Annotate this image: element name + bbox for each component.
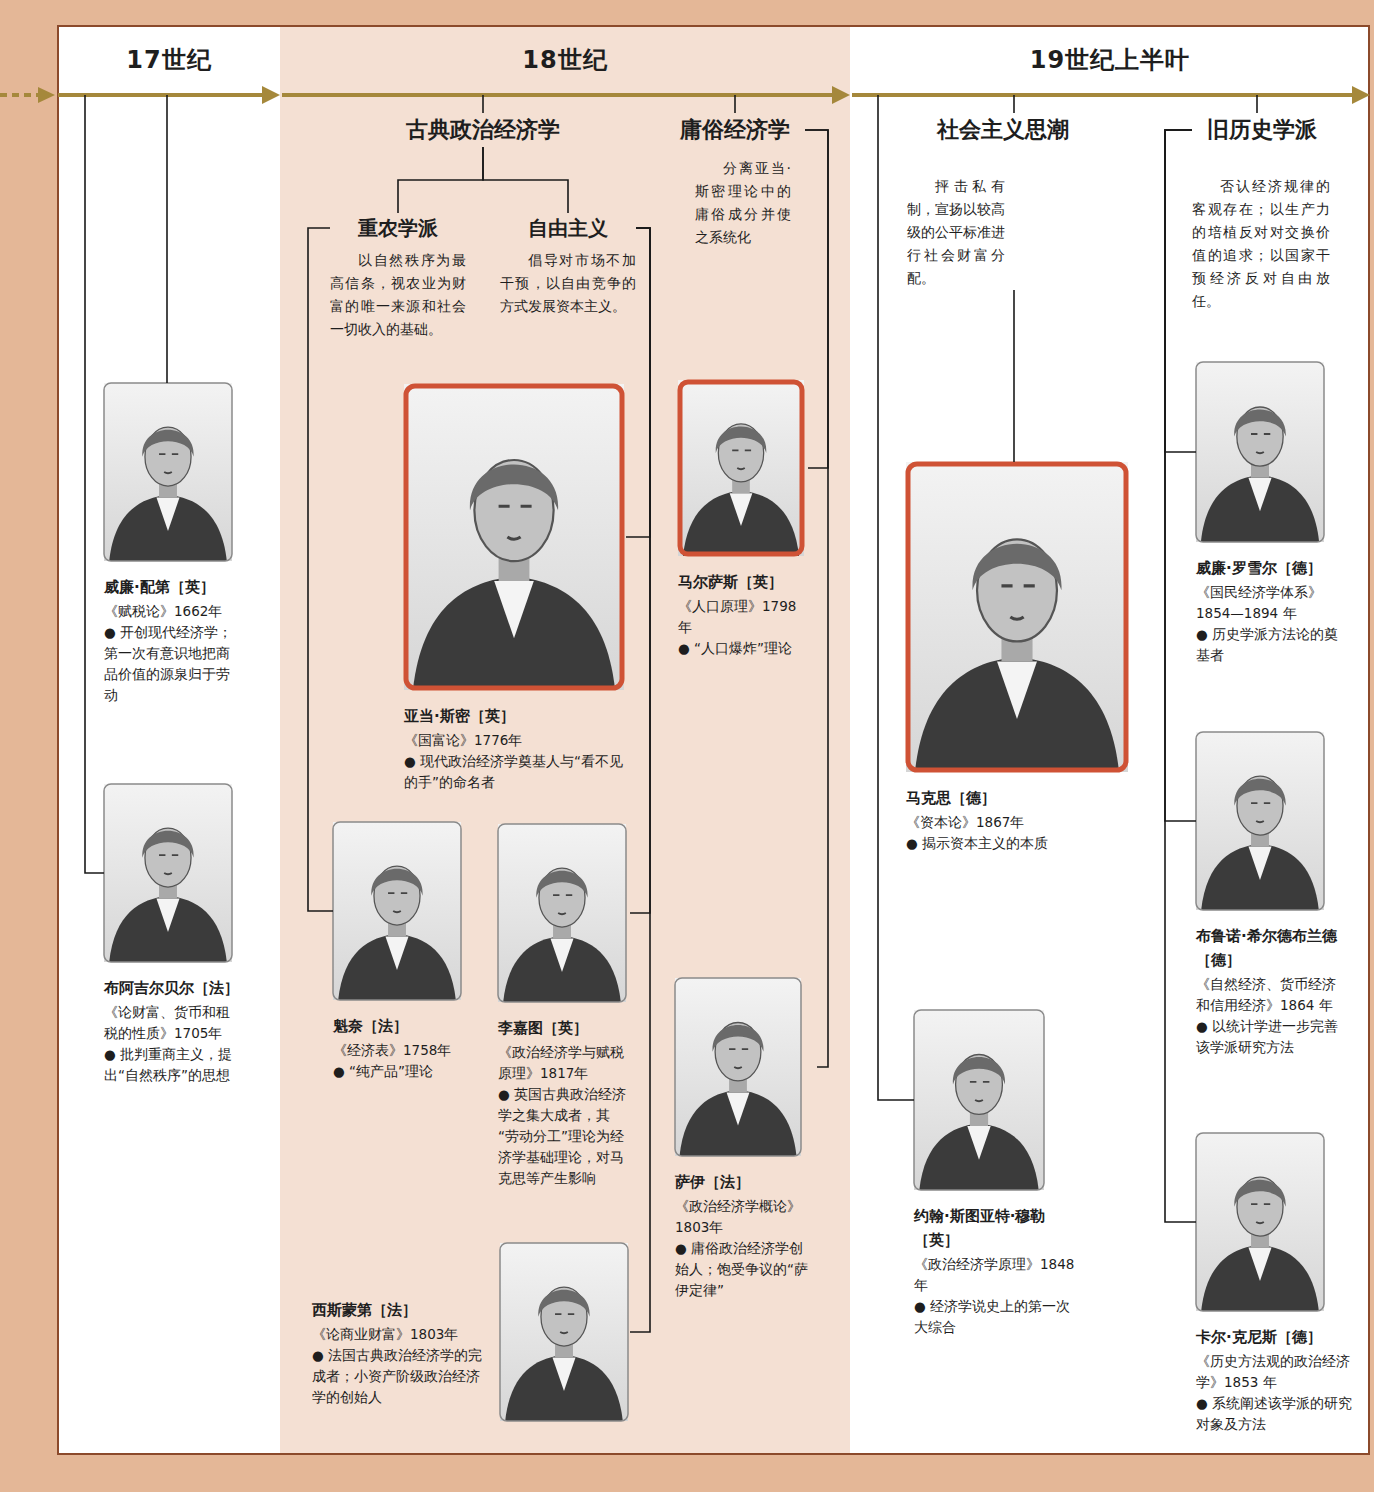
school-description: 分离亚当·斯密理论中的庸俗成分并使之系统化 xyxy=(695,157,791,249)
tree-connector xyxy=(630,228,650,1332)
economist-card: 马尔萨斯［英］《人口原理》1798年● “人口爆炸”理论 xyxy=(678,380,808,659)
contribution-note: ● 批判重商主义，提出“自然秩序”的思想 xyxy=(104,1044,239,1086)
tree-connector xyxy=(398,147,483,213)
tree-connector xyxy=(1013,95,1015,113)
contribution-note: ● 历史学派方法论的奠基者 xyxy=(1196,624,1346,666)
school-heading: 旧历史学派 xyxy=(1192,113,1332,147)
book-title: 《资本论》1867年 xyxy=(906,812,1128,833)
contribution-note: ● 系统阐述该学派的研究对象及方法 xyxy=(1196,1393,1356,1435)
branch-heading: 自由主义 xyxy=(500,213,636,243)
school-heading: 古典政治经济学 xyxy=(383,113,583,147)
school-node: 重农学派以自然秩序为最高信条，视农业为财富的唯一来源和社会一切收入的基础。 xyxy=(330,213,466,341)
person-name: 魁奈［法］ xyxy=(333,1014,463,1038)
century-band: 18世纪 xyxy=(280,25,850,95)
economist-card: 马克思［德］《资本论》1867年● 揭示资本主义的本质 xyxy=(906,462,1128,854)
economist-card: 卡尔·克尼斯［德］《历史方法观的政治经济学》1853 年● 系统阐述该学派的研究… xyxy=(1196,1133,1356,1435)
contribution-note: ● 法国古典政治经济学的完成者；小资产阶级政治经济学的创始人 xyxy=(312,1345,490,1408)
tree-connector xyxy=(85,95,104,873)
person-name: 布鲁诺·希尔德布兰德［德］ xyxy=(1196,924,1346,972)
school-node: 自由主义倡导对市场不加干预，以自由竞争的方式发展资本主义。 xyxy=(500,213,636,318)
tree-connector xyxy=(308,228,333,911)
economist-card: 西斯蒙第［法］《论商业财富》1803年● 法国古典政治经济学的完成者；小资产阶级… xyxy=(312,1243,630,1421)
economist-card: 威廉·配第［英］《赋税论》1662年● 开创现代经济学；第一次有意识地把商品价值… xyxy=(104,383,242,706)
century-heading: 18世纪 xyxy=(522,44,607,76)
book-title: 《论商业财富》1803年 xyxy=(312,1324,490,1345)
tree-connector xyxy=(1013,290,1015,462)
tree-connector xyxy=(805,130,828,1067)
school-description: 否认经济规律的客观存在；以生产力的培植反对对交换价值的追求；以国家干预经济反对自… xyxy=(1192,175,1330,313)
person-name: 约翰·斯图亚特·穆勒［英］ xyxy=(914,1204,1079,1252)
book-title: 《政治经济学概论》1803年 xyxy=(675,1196,817,1238)
branch-heading: 重农学派 xyxy=(330,213,466,243)
person-name: 威廉·罗雪尔［德］ xyxy=(1196,556,1346,580)
person-name: 西斯蒙第［法］ xyxy=(312,1298,490,1322)
economist-card: 约翰·斯图亚特·穆勒［英］《政治经济学原理》1848 年● 经济学说史上的第一次… xyxy=(914,1010,1079,1338)
contribution-note: ● 揭示资本主义的本质 xyxy=(906,833,1128,854)
person-name: 马克思［德］ xyxy=(906,786,1128,810)
book-title: 《自然经济、货币经济和信用经济》1864 年 xyxy=(1196,974,1346,1016)
economist-card: 布阿吉尔贝尔［法］《论财富、货币和租税的性质》1705年● 批判重商主义，提出“… xyxy=(104,784,239,1086)
book-title: 《赋税论》1662年 xyxy=(104,601,242,622)
contribution-note: ● 经济学说史上的第一次大综合 xyxy=(914,1296,1079,1338)
tree-connector xyxy=(482,95,484,113)
economist-card: 威廉·罗雪尔［德］《国民经济学体系》1854—1894 年● 历史学派方法论的奠… xyxy=(1196,362,1346,666)
person-name: 布阿吉尔贝尔［法］ xyxy=(104,976,239,1000)
school-heading: 庸俗经济学 xyxy=(665,113,805,147)
economist-card: 萨伊［法］《政治经济学概论》1803年● 庸俗政治经济学创始人；饱受争议的“萨伊… xyxy=(675,978,817,1301)
tree-connector xyxy=(626,228,650,537)
school-description: 抨击私有制，宣扬以较高级的公平标准进行社会财富分配。 xyxy=(907,175,1005,290)
school-node: 庸俗经济学分离亚当·斯密理论中的庸俗成分并使之系统化 xyxy=(665,113,805,249)
century-heading: 17世纪 xyxy=(126,44,211,76)
economist-card: 李嘉图［英］《政治经济学与赋税原理》1817年● 英国古典政治经济学之集大成者，… xyxy=(498,824,630,1189)
person-name: 李嘉图［英］ xyxy=(498,1016,630,1040)
contribution-note: ● 英国古典政治经济学之集大成者，其“劳动分工”理论为经济学基础理论，对马克思等… xyxy=(498,1084,630,1189)
tree-connector xyxy=(1165,130,1196,821)
tree-connector xyxy=(1256,95,1258,113)
person-name: 威廉·配第［英］ xyxy=(104,575,242,599)
contribution-note: ● 庸俗政治经济学创始人；饱受争议的“萨伊定律” xyxy=(675,1238,817,1301)
century-band: 19世纪上半叶 xyxy=(850,25,1370,95)
economist-card: 魁奈［法］《经济表》1758年● “纯产品”理论 xyxy=(333,822,463,1082)
tree-connector xyxy=(878,95,914,1100)
person-name: 亚当·斯密［英］ xyxy=(404,704,626,728)
tree-connector xyxy=(1165,130,1196,452)
person-name: 萨伊［法］ xyxy=(675,1170,817,1194)
book-title: 《政治经济学与赋税原理》1817年 xyxy=(498,1042,630,1084)
tree-connector xyxy=(630,228,650,913)
book-title: 《论财富、货币和租税的性质》1705年 xyxy=(104,1002,239,1044)
tree-connector xyxy=(483,147,568,213)
book-title: 《经济表》1758年 xyxy=(333,1040,463,1061)
school-node: 旧历史学派否认经济规律的客观存在；以生产力的培植反对对交换价值的追求；以国家干预… xyxy=(1192,113,1332,313)
branch-description: 倡导对市场不加干预，以自由竞争的方式发展资本主义。 xyxy=(500,249,636,318)
economist-card: 布鲁诺·希尔德布兰德［德］《自然经济、货币经济和信用经济》1864 年● 以统计… xyxy=(1196,732,1346,1058)
tree-connector xyxy=(734,95,736,113)
portraits xyxy=(104,362,1324,1422)
century-column-shade xyxy=(280,27,850,1453)
tree-connector xyxy=(805,130,828,468)
branch-description: 以自然秩序为最高信条，视农业为财富的唯一来源和社会一切收入的基础。 xyxy=(330,249,466,341)
person-name: 卡尔·克尼斯［德］ xyxy=(1196,1325,1356,1349)
tree-connector xyxy=(166,95,168,383)
book-title: 《国民经济学体系》1854—1894 年 xyxy=(1196,582,1346,624)
century-heading: 19世纪上半叶 xyxy=(1030,44,1190,76)
school-node: 社会主义思潮抨击私有制，宣扬以较高级的公平标准进行社会财富分配。 xyxy=(905,113,1100,290)
timeline-arrows xyxy=(0,86,1370,104)
person-name: 马尔萨斯［英］ xyxy=(678,570,808,594)
contribution-note: ● 以统计学进一步完善该学派研究方法 xyxy=(1196,1016,1346,1058)
school-heading: 社会主义思潮 xyxy=(905,113,1100,147)
century-band: 17世纪 xyxy=(58,25,280,95)
book-title: 《人口原理》1798年 xyxy=(678,596,808,638)
book-title: 《国富论》1776年 xyxy=(404,730,626,751)
contribution-note: ● “纯产品”理论 xyxy=(333,1061,463,1082)
book-title: 《政治经济学原理》1848 年 xyxy=(914,1254,1079,1296)
economist-card: 亚当·斯密［英］《国富论》1776年● 现代政治经济学奠基人与“看不见的手”的命… xyxy=(404,384,626,793)
school-node: 古典政治经济学 xyxy=(383,113,583,147)
contribution-note: ● “人口爆炸”理论 xyxy=(678,638,808,659)
tree-connector xyxy=(1165,130,1196,1222)
book-title: 《历史方法观的政治经济学》1853 年 xyxy=(1196,1351,1356,1393)
contribution-note: ● 开创现代经济学；第一次有意识地把商品价值的源泉归于劳动 xyxy=(104,622,242,706)
contribution-note: ● 现代政治经济学奠基人与“看不见的手”的命名者 xyxy=(404,751,626,793)
